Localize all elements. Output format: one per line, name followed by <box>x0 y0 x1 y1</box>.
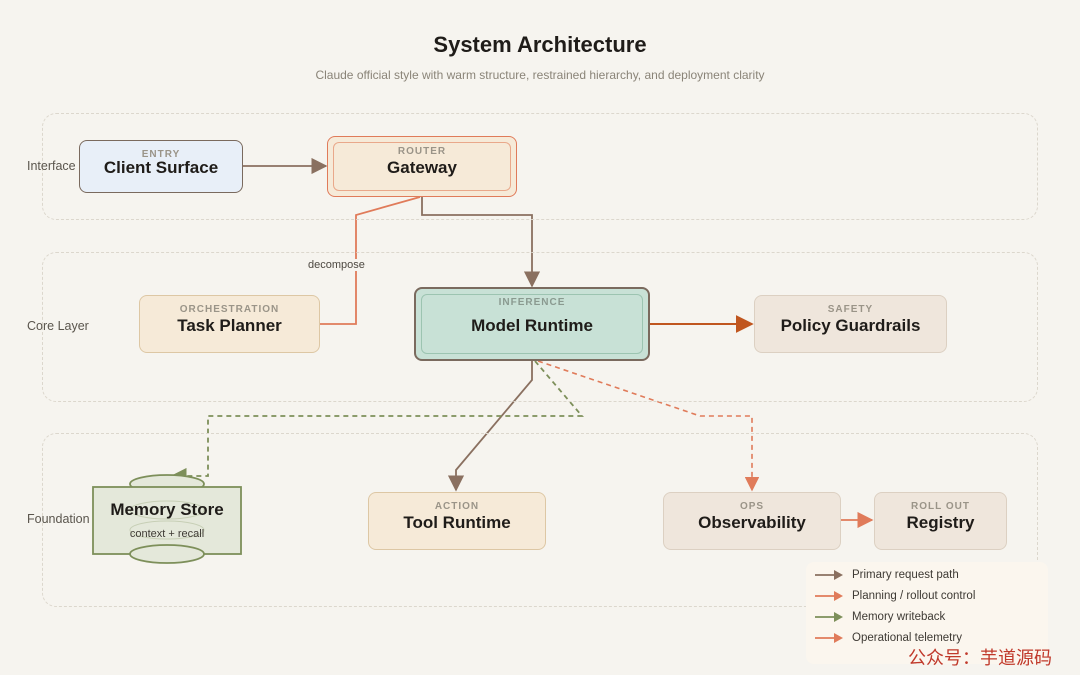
node-name: Gateway <box>387 158 457 177</box>
node-kicker: ENTRY <box>141 149 181 160</box>
node-name: Client Surface <box>103 158 219 177</box>
node-detail: context + recall <box>129 528 205 540</box>
node-registry[interactable]: ROLL OUT Registry <box>874 492 1007 550</box>
node-name: Registry <box>906 513 975 532</box>
node-name: Model Runtime <box>471 316 593 335</box>
node-name: Task Planner <box>177 316 282 335</box>
arrow-icon <box>815 591 843 601</box>
node-memory-store[interactable]: Memory Store context + recall <box>92 474 242 564</box>
edge-runtime-to-observability <box>537 360 760 492</box>
arrow-icon <box>815 633 843 643</box>
layer-core <box>42 252 1038 402</box>
node-policy-guardrails[interactable]: SAFETY Policy Guardrails <box>754 295 947 353</box>
edge-gateway-to-runtime <box>421 197 541 288</box>
legend-item-primary: Primary request path <box>814 567 959 583</box>
legend-item-control: Planning / rollout control <box>814 588 975 604</box>
node-inner-frame <box>333 142 511 191</box>
node-name: Policy Guardrails <box>780 316 921 335</box>
legend: Primary request path Planning / rollout … <box>806 562 1048 664</box>
layer-foundation <box>42 433 1038 607</box>
legend-label: Operational telemetry <box>852 632 962 644</box>
node-task-planner[interactable]: ORCHESTRATION Task Planner <box>139 295 320 353</box>
edge-label-decompose: decompose <box>306 259 367 271</box>
edge-runtime-to-tool <box>447 361 533 492</box>
layer-label-interface: Interface <box>27 159 76 173</box>
arrow-icon <box>815 570 843 580</box>
cylinder-icon <box>92 474 242 564</box>
layer-interface <box>42 113 1038 220</box>
watermark: 公众号：芋道源码 <box>908 648 1052 669</box>
arrow-icon <box>815 612 843 622</box>
legend-label: Primary request path <box>852 569 959 581</box>
node-kicker: INFERENCE <box>498 297 566 308</box>
node-kicker: ORCHESTRATION <box>179 304 280 315</box>
node-name: Observability <box>698 513 806 532</box>
node-model-runtime[interactable]: INFERENCE Model Runtime <box>414 287 650 361</box>
page-title: System Architecture <box>433 32 647 57</box>
legend-item-memory: Memory writeback <box>814 609 945 625</box>
node-kicker: ROLL OUT <box>911 501 970 512</box>
node-client-surface[interactable]: ENTRY Client Surface <box>79 140 243 193</box>
legend-label: Planning / rollout control <box>852 590 976 602</box>
node-inner-frame <box>421 294 643 354</box>
node-name: Tool Runtime <box>403 513 511 532</box>
node-kicker: ACTION <box>434 501 480 512</box>
legend-item-telemetry: Operational telemetry <box>814 630 962 646</box>
legend-label: Memory writeback <box>852 611 946 623</box>
page-subtitle: Claude official style with warm structur… <box>315 68 765 82</box>
edge-runtime-to-memory <box>170 360 584 485</box>
node-gateway[interactable]: ROUTER Gateway <box>327 136 517 197</box>
node-kicker: ROUTER <box>397 146 447 157</box>
node-kicker: SAFETY <box>827 304 874 315</box>
node-kicker: OPS <box>739 501 765 512</box>
node-observability[interactable]: OPS Observability <box>663 492 841 550</box>
node-tool-runtime[interactable]: ACTION Tool Runtime <box>368 492 546 550</box>
layer-label-foundation: Foundation <box>27 512 90 526</box>
node-name: Memory Store <box>110 500 224 519</box>
layer-label-core: Core Layer <box>27 319 89 333</box>
